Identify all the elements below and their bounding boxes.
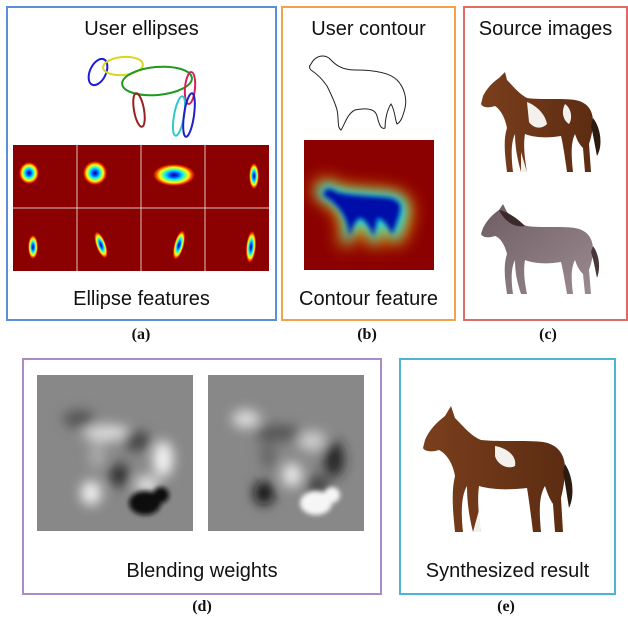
user-contour-drawing bbox=[309, 55, 407, 131]
feature-map-7 bbox=[172, 230, 186, 260]
ellipse-body bbox=[121, 65, 193, 97]
panel-b-title: User contour bbox=[311, 18, 426, 40]
panel-a-subtitle: Ellipse features bbox=[73, 288, 210, 310]
panel-synthesized-result: Synthesized result bbox=[399, 358, 616, 595]
synthesized-horse bbox=[423, 406, 573, 532]
ellipse-feature-grid bbox=[13, 145, 269, 271]
ellipse-rear-leg-top bbox=[183, 71, 197, 105]
blending-weight-map-1 bbox=[37, 375, 193, 531]
caption-e: (e) bbox=[497, 598, 515, 615]
ellipse-front-leg bbox=[132, 92, 146, 128]
contour-feature-map bbox=[304, 140, 434, 270]
ellipse-neck bbox=[102, 55, 144, 77]
ellipse-hind-leg-a bbox=[171, 95, 187, 137]
panel-d-title: Blending weights bbox=[126, 560, 278, 582]
feature-map-2 bbox=[83, 161, 107, 185]
user-ellipses-drawing bbox=[87, 55, 197, 138]
blending-weight-map-2 bbox=[208, 375, 364, 531]
feature-map-5 bbox=[28, 235, 38, 259]
panel-c-title: Source images bbox=[478, 18, 613, 40]
feature-map-3 bbox=[153, 164, 195, 186]
source-horse-2 bbox=[481, 204, 600, 294]
caption-c: (c) bbox=[539, 326, 557, 343]
ellipse-hind-leg-b bbox=[182, 92, 196, 138]
caption-b: (b) bbox=[357, 326, 377, 343]
feature-map-8 bbox=[245, 231, 257, 263]
panel-user-ellipses: User ellipses Ellipse features bbox=[6, 6, 277, 321]
caption-a: (a) bbox=[131, 326, 151, 343]
feature-map-4 bbox=[249, 163, 259, 189]
caption-d: (d) bbox=[192, 598, 212, 615]
feature-map-1 bbox=[19, 162, 39, 184]
panel-source-images: Source images bbox=[463, 6, 628, 321]
panel-a-title: User ellipses bbox=[84, 18, 199, 40]
panel-blending-weights: Blending weights bbox=[22, 358, 382, 595]
feature-map-6 bbox=[94, 231, 108, 259]
source-horse-1 bbox=[481, 72, 601, 172]
panel-b-subtitle: Contour feature bbox=[299, 288, 438, 310]
panel-e-title: Synthesized result bbox=[425, 560, 590, 582]
panel-user-contour: User contour Contour feature bbox=[281, 6, 456, 321]
ellipse-head bbox=[87, 57, 109, 87]
